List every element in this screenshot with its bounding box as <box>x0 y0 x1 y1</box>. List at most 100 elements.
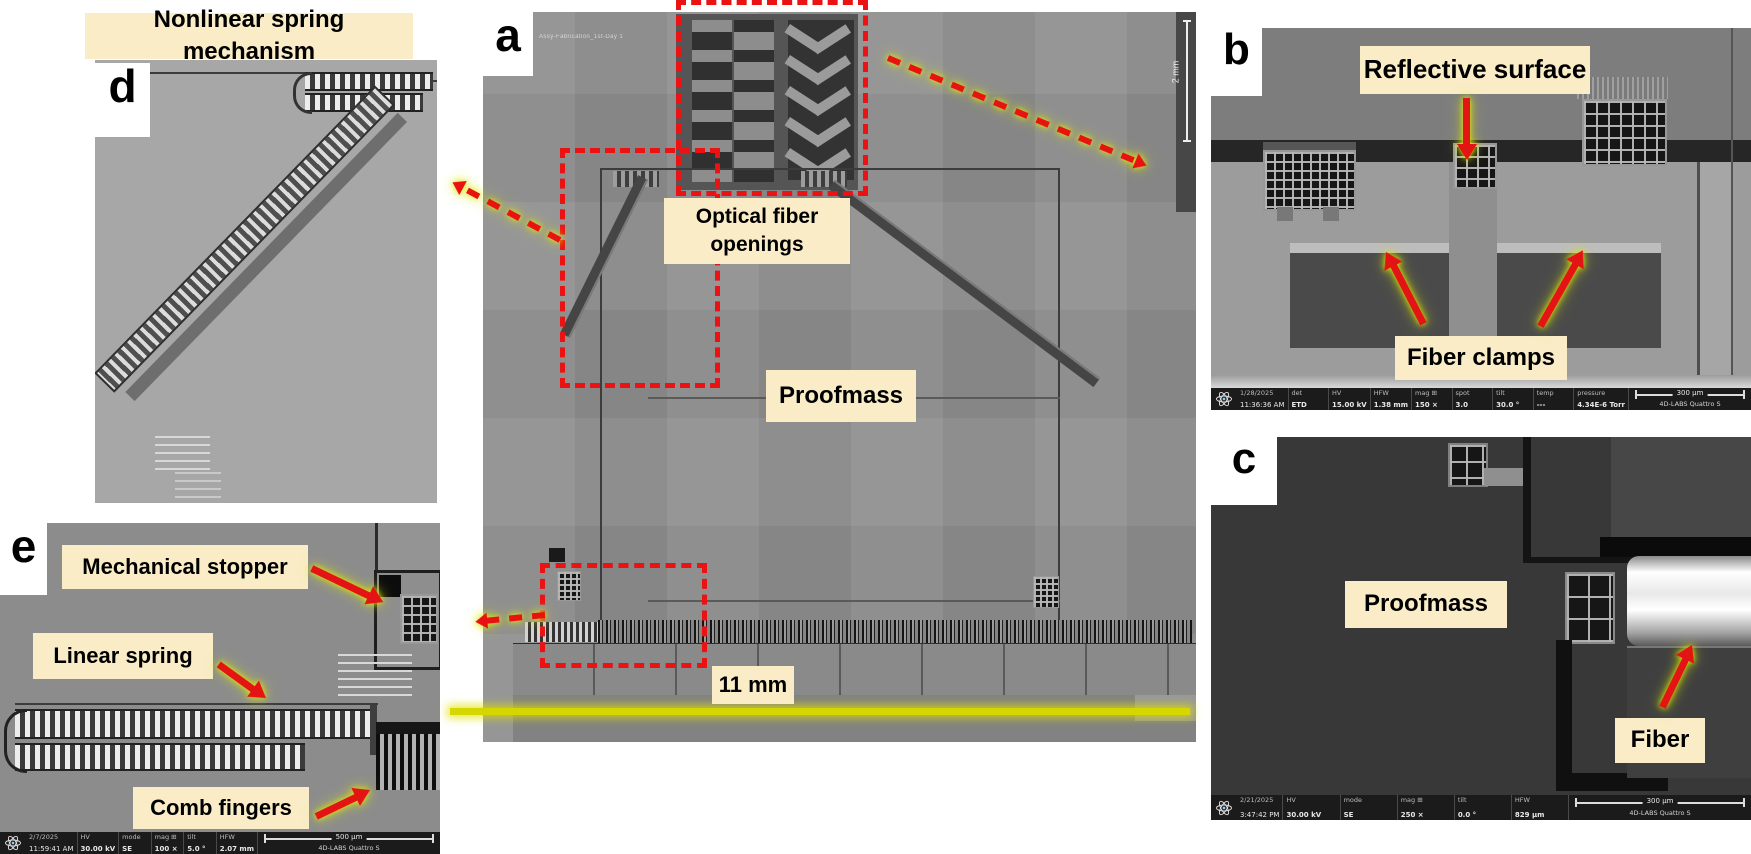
scale-line-11mm <box>450 708 1190 715</box>
sem-meta-field-label: mode <box>1343 796 1363 804</box>
frame-line <box>1058 168 1060 638</box>
frame-line <box>600 168 1060 170</box>
sem-meta-field: HFW 2.07 mm <box>215 832 257 854</box>
panel-letter-c: c <box>1211 437 1277 505</box>
stopper-perforated-block <box>400 594 438 644</box>
sem-meta-field-value: 2.07 mm <box>219 845 254 853</box>
roi-box-optical-fiber-openings <box>676 0 868 196</box>
sem-meta-field-value: 0.0 ° <box>1457 811 1477 819</box>
sem-meta-date: 2/21/2025 <box>1240 796 1274 804</box>
sem-meta-field-value: 30.00 kV <box>1286 811 1322 819</box>
linear-spring-u-turn <box>4 709 27 773</box>
sem-meta-field-value: 100 × <box>154 845 178 853</box>
sem-meta-datetime: 2/7/2025 11:59:41 AM <box>26 832 77 854</box>
suspension-wire <box>648 600 1060 602</box>
label-reflective-surface: Reflective surface <box>1360 46 1590 94</box>
sem-meta-field: temp--- <box>1532 388 1574 410</box>
sem-meta-field-value: ETD <box>1291 401 1307 409</box>
comb-bus-bar <box>376 722 440 734</box>
frame-line <box>600 168 602 638</box>
reflective-surface-block <box>1453 143 1497 189</box>
roi-box-nonlinear-spring <box>560 148 720 388</box>
sem-meta-field-label: det <box>1291 389 1303 397</box>
panel-d-micrograph: d <box>95 60 437 503</box>
seam-line <box>1697 162 1700 388</box>
upper-plate <box>1611 437 1751 540</box>
microscope-logo-icon <box>1216 800 1232 815</box>
fiber-clamp-grid <box>1565 572 1615 644</box>
sem-meta-field: mag ⊞150 × <box>1411 388 1452 410</box>
tether-line <box>431 80 437 82</box>
sem-meta-field: spot 3.0 <box>1451 388 1493 410</box>
sem-meta-time: 11:36:36 AM <box>1240 401 1285 409</box>
sem-meta-field-label: temp <box>1536 389 1554 397</box>
sem-meta-field-label: HV <box>80 833 90 841</box>
anchor-comb <box>155 432 210 470</box>
optical-fiber <box>1627 556 1751 646</box>
block-cap <box>1263 142 1356 150</box>
sem-meta-date: 2/7/2025 <box>29 833 59 841</box>
sem-scalebar-label: 300 μm <box>1672 389 1708 397</box>
label-line: openings <box>710 233 804 256</box>
sem-meta-time: 11:59:41 AM <box>29 845 74 853</box>
sem-meta-field-value: 4.34E-6 Torr <box>1577 401 1626 409</box>
roi-box-stopper-region <box>540 563 707 668</box>
ladder-pattern-left <box>692 20 732 182</box>
label-nonlinear-spring-mechanism: Nonlinear spring mechanism <box>85 6 413 65</box>
label-11mm: 11 mm <box>712 666 794 704</box>
panel-letter-a: a <box>483 12 533 76</box>
sem-meta-field-label: spot <box>1455 389 1470 397</box>
spring-u-turn <box>293 72 312 114</box>
anchor-comb <box>175 472 221 498</box>
ladder-pattern-right <box>734 20 774 182</box>
spring-rail-top <box>305 72 433 91</box>
edge-line <box>147 72 347 74</box>
sem-meta-field-label: HV <box>1286 796 1296 804</box>
block-cap <box>1577 77 1668 99</box>
linear-spring-rail-bottom <box>15 743 305 771</box>
sem-meta-field: mag ⊞250 × <box>1396 795 1454 820</box>
gap-channel <box>1556 640 1572 780</box>
anchor-block-row <box>513 643 1196 696</box>
panel-b-micrograph: b <box>1211 28 1751 388</box>
scalebar-tick <box>1183 140 1191 142</box>
microscope-logo <box>1211 388 1237 410</box>
label-mechanical-stopper: Mechanical stopper <box>62 545 308 589</box>
gap-channel <box>1523 557 1665 563</box>
sem-meta-field-value: 1.38 mm <box>1373 401 1408 409</box>
sem-meta-field: mag ⊞100 × <box>150 832 184 854</box>
frame-region <box>378 523 440 573</box>
sem-meta-field-value: 150 × <box>1415 401 1438 409</box>
sem-meta-field-value: 3.0 <box>1455 401 1468 409</box>
fiber-clamp-pocket-right <box>1497 243 1661 348</box>
sem-meta-field-label: HFW <box>219 833 235 841</box>
block-foot <box>1323 207 1339 221</box>
latch-block <box>549 548 565 562</box>
sem-meta-field-value: 250 × <box>1400 811 1424 819</box>
center-pillar <box>1449 162 1497 348</box>
sem-scalebar: 300 μm <box>1635 389 1746 399</box>
label-line: Optical fiber <box>695 204 819 228</box>
comb-drive-row <box>598 620 1192 643</box>
label-fiber: Fiber <box>1615 718 1705 763</box>
latch-perforated-block <box>1033 576 1059 608</box>
perforated-block-left <box>1263 150 1356 211</box>
sem-meta-field-label: tilt <box>187 833 196 841</box>
latch-perforated-block <box>557 571 581 601</box>
scalebar-2mm-line <box>1186 20 1188 142</box>
label-comb-fingers: Comb fingers <box>133 787 309 829</box>
sem-scalebar: 500 μm <box>264 833 434 843</box>
microscope-logo-icon <box>5 835 21 851</box>
